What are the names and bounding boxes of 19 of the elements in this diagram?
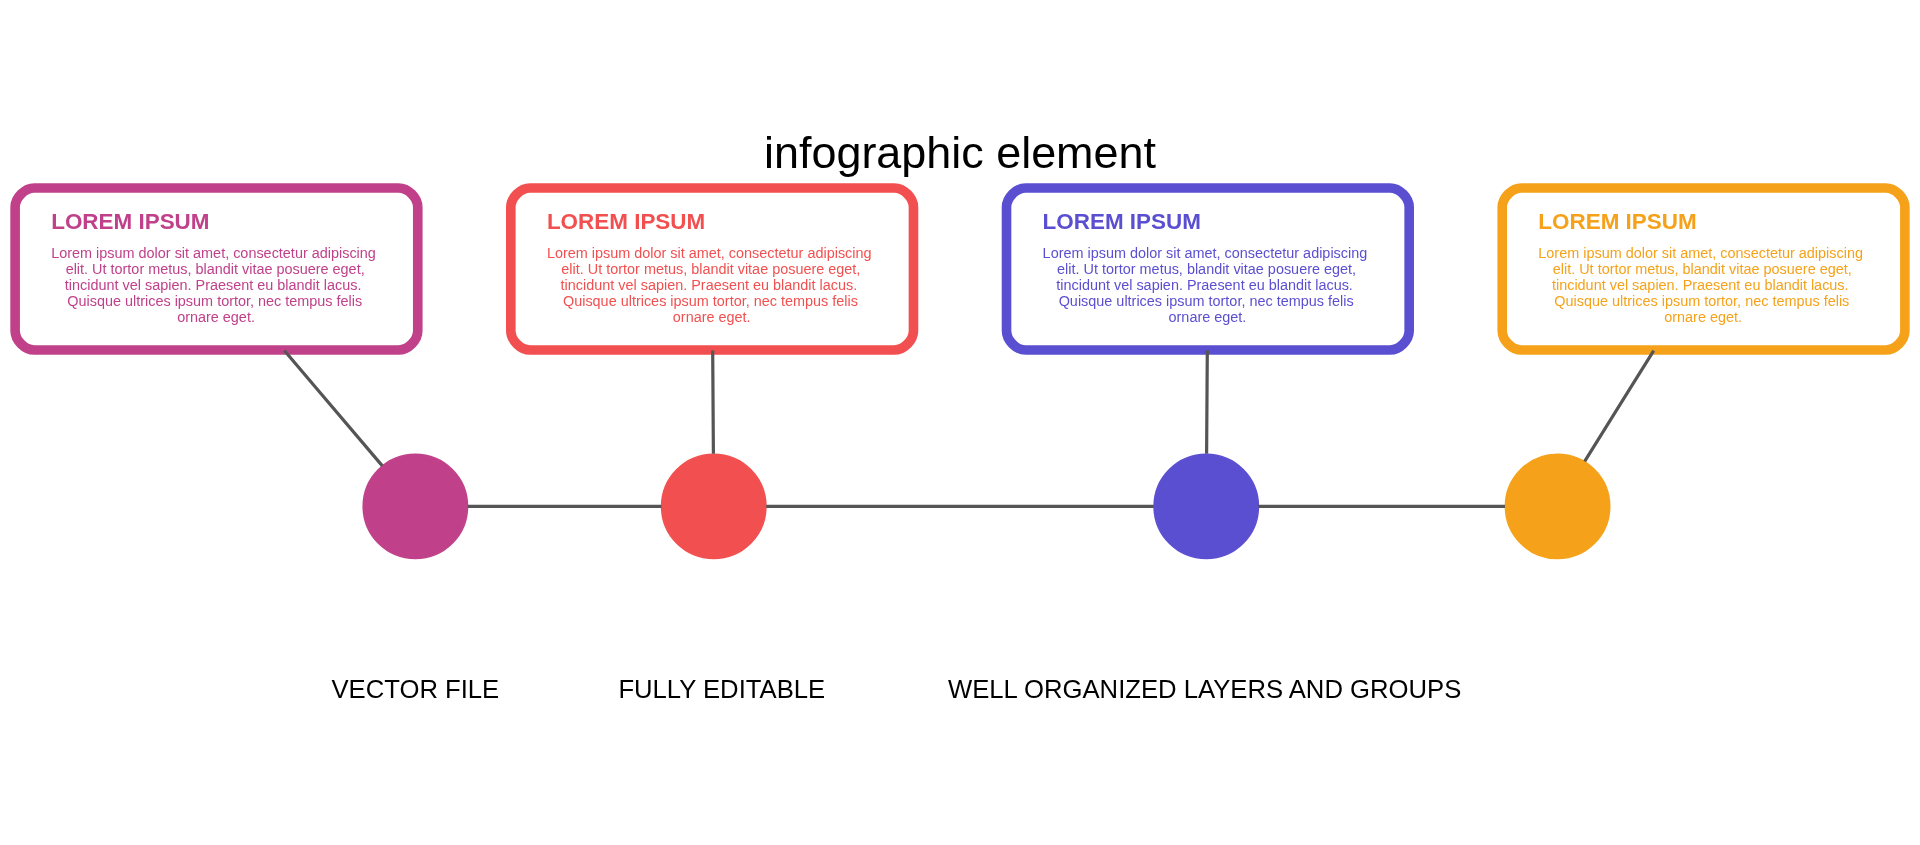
label: FULLY EDITABLE [618,674,826,703]
node-circle [660,452,767,559]
node-box: LOREM IPSUM Lorem ipsum dolor sit amet, consectetur adipiscing elit. Ut tortor metus, blandit vitae posuere eget, tincidunt vel sapien. Praesent eu blandit lacus. Quisque ultrices ipsum tortor, nec tempus felis ornare eget. [1001,182,1414,355]
node-circle [362,452,469,559]
connector [711,350,715,454]
connector [1583,349,1656,462]
node-box: LOREM IPSUM Lorem ipsum dolor sit amet, consectetur adipiscing elit. Ut tortor metus, blandit vitae posuere eget, tincidunt vel sapien. Praesent eu blandit lacus. Quisque ultrices ipsum tortor, nec tempus felis ornare eget. [1497,182,1910,355]
connector [283,349,384,467]
connector [1205,350,1209,454]
node-circle [1153,452,1260,559]
connector [766,504,1154,508]
diagram-title: infographic element [764,126,1156,178]
connector [467,504,662,508]
node-box: LOREM IPSUM Lorem ipsum dolor sit amet, consectetur adipiscing elit. Ut tortor metus, blandit vitae posuere eget, tincidunt vel sapien. Praesent eu blandit lacus. Quisque ultrices ipsum tortor, nec tempus felis ornare eget. [506,182,919,355]
node-box: LOREM IPSUM Lorem ipsum dolor sit amet, consectetur adipiscing elit. Ut tortor metus, blandit vitae posuere eget, tincidunt vel sapien. Praesent eu blandit lacus. Quisque ultrices ipsum tortor, nec tempus felis ornare eget. [10,182,423,355]
label: WELL ORGANIZED LAYERS AND GROUPS [948,674,1462,703]
connector [1258,504,1505,508]
node-circle [1504,452,1611,559]
label: VECTOR FILE [331,674,500,703]
